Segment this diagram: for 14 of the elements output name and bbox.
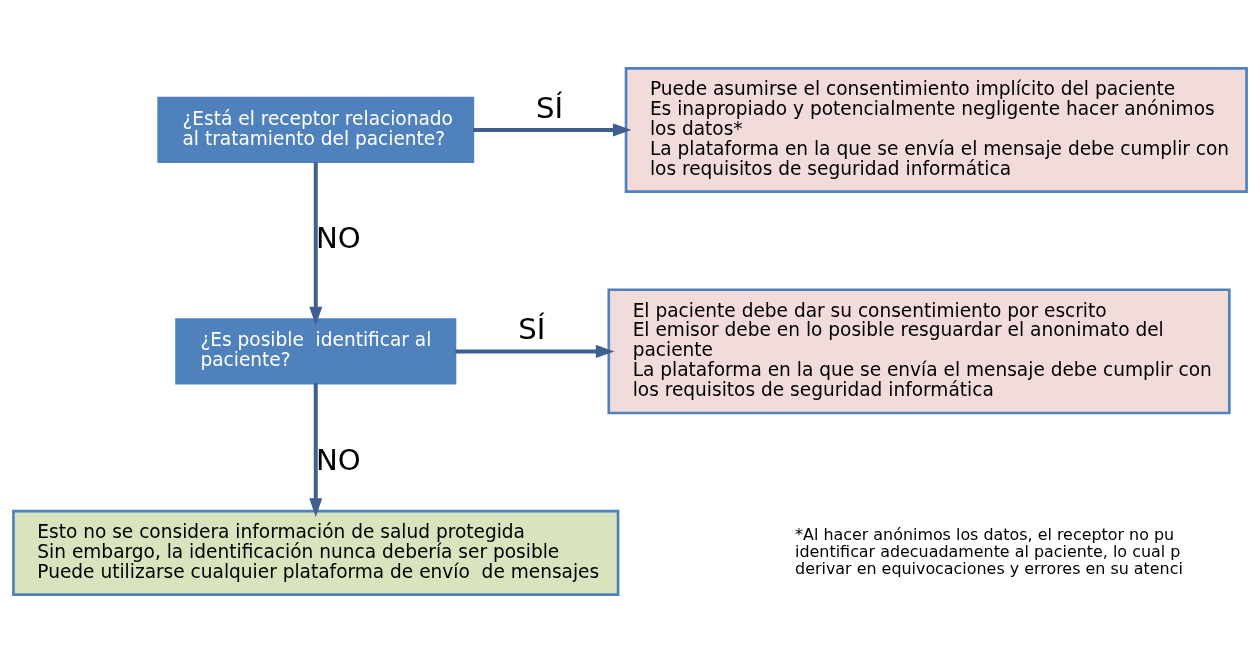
edge-label: SÍ — [535, 90, 563, 124]
edge-label: NO — [315, 442, 361, 477]
arrow — [309, 161, 323, 325]
node-box: Esto no se considera información de salud protegida Sin embargo, la identificación nunca debería ser posible Puede utilizarse cualquier plataforma de envío de mensajes — [12, 509, 620, 596]
node-box: ¿Es posible identificar al paciente? — [175, 317, 457, 385]
arrow — [309, 382, 323, 517]
arrow — [455, 344, 615, 358]
edge-label: SÍ — [518, 311, 546, 346]
node-box: Puede asumirse el consentimiento implícito del paciente Es inapropiado y potencialmente negligente hacer anónimos los datos* La plataforma en la que se envía el mensaje debe cumplir con los requisitos de seguridad informática — [624, 66, 1248, 193]
edge-label: NO — [315, 220, 361, 255]
arrow — [473, 122, 632, 136]
node-box: El paciente debe dar su consentimiento por escrito El emisor debe en lo posible resguardar el anonimato del paciente La plataforma en la que se envía el mensaje debe cumplir con los requisitos de seguridad informática — [607, 287, 1231, 414]
node-box: ¿Está el receptor relacionado al tratamiento del paciente? — [157, 96, 475, 163]
label: *Al hacer anónimos los datos, el receptor no pu identificar adecuadamente al paciente, lo cual p derivar en equivocaciones y errores en su atenci — [795, 524, 1183, 578]
